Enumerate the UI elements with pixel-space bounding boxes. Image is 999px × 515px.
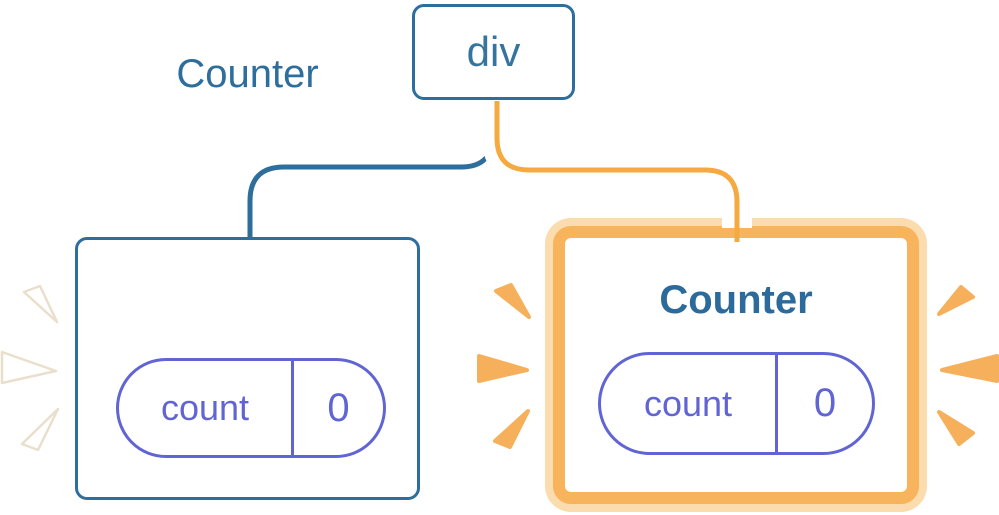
- counter-card-left: Counter count 0: [75, 52, 420, 500]
- spark-icon: [937, 285, 975, 316]
- state-pill: count 0: [598, 352, 875, 455]
- connector-blue-left: [247, 101, 496, 240]
- state-value: 0: [813, 381, 837, 425]
- spark-burst-left-white: [0, 284, 60, 452]
- root-node-div: div: [412, 4, 575, 100]
- spark-icon: [493, 409, 530, 449]
- connector-casing: [482, 101, 752, 228]
- spark-icon: [940, 354, 999, 383]
- spark-burst-right-card-left: [477, 283, 531, 449]
- counter-card-right-highlighted: Counter count 0: [553, 226, 919, 504]
- spark-icon: [494, 283, 531, 319]
- spark-burst-right-card-right: [937, 285, 999, 446]
- state-value: 0: [327, 385, 350, 430]
- counter-title: Counter: [176, 52, 319, 96]
- counter-title: Counter: [659, 278, 813, 322]
- spark-icon: [937, 410, 975, 446]
- connector-orange-right: [494, 101, 740, 242]
- spark-icon: [20, 407, 60, 452]
- root-node-label: div: [466, 28, 521, 75]
- state-key: count: [119, 361, 294, 455]
- spark-icon: [0, 350, 58, 385]
- spark-icon: [477, 354, 529, 383]
- state-key: count: [601, 355, 778, 452]
- state-pill: count 0: [116, 358, 386, 458]
- spark-icon: [22, 284, 59, 324]
